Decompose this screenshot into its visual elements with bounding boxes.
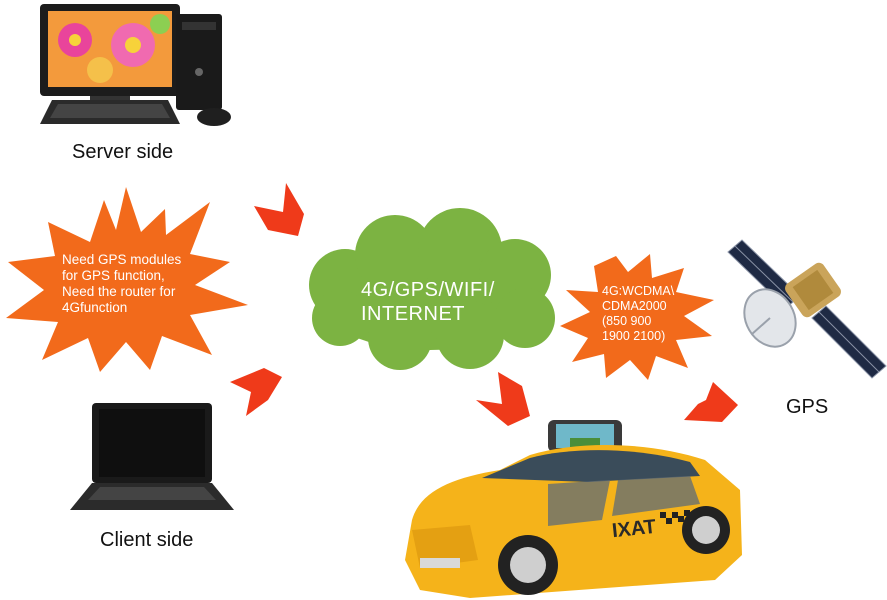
cloud-text: 4G/GPS/WIFI/ INTERNET	[361, 278, 495, 326]
requirements-line: for GPS function,	[62, 268, 165, 283]
requirements-line: 4Gfunction	[62, 300, 128, 315]
network-bands-line: CDMA2000	[602, 299, 667, 313]
laptop-screen	[99, 409, 205, 477]
gps-label: GPS	[786, 396, 829, 418]
network-bands-text: 4G:WCDMA\ CDMA2000 (850 900 1900 2100)	[602, 284, 674, 344]
mouse	[197, 108, 231, 126]
requirements-text: Need GPS modules for GPS function, Need …	[62, 252, 181, 316]
cloud-line: INTERNET	[361, 303, 465, 325]
cloud-line: 4G/GPS/WIFI/	[361, 279, 495, 301]
pc-tower	[176, 14, 222, 110]
client-side-label: Client side	[100, 529, 194, 551]
network-bands-line: 4G:WCDMA\	[602, 284, 675, 298]
network-bands-line: (850 900	[602, 314, 652, 328]
server-side-label: Server side	[72, 141, 174, 163]
requirements-line: Need the router for	[62, 284, 176, 299]
network-bands-line: 1900 2100)	[602, 329, 666, 343]
requirements-line: Need GPS modules	[62, 252, 182, 267]
taxi-door-text: IXAT	[610, 515, 658, 543]
